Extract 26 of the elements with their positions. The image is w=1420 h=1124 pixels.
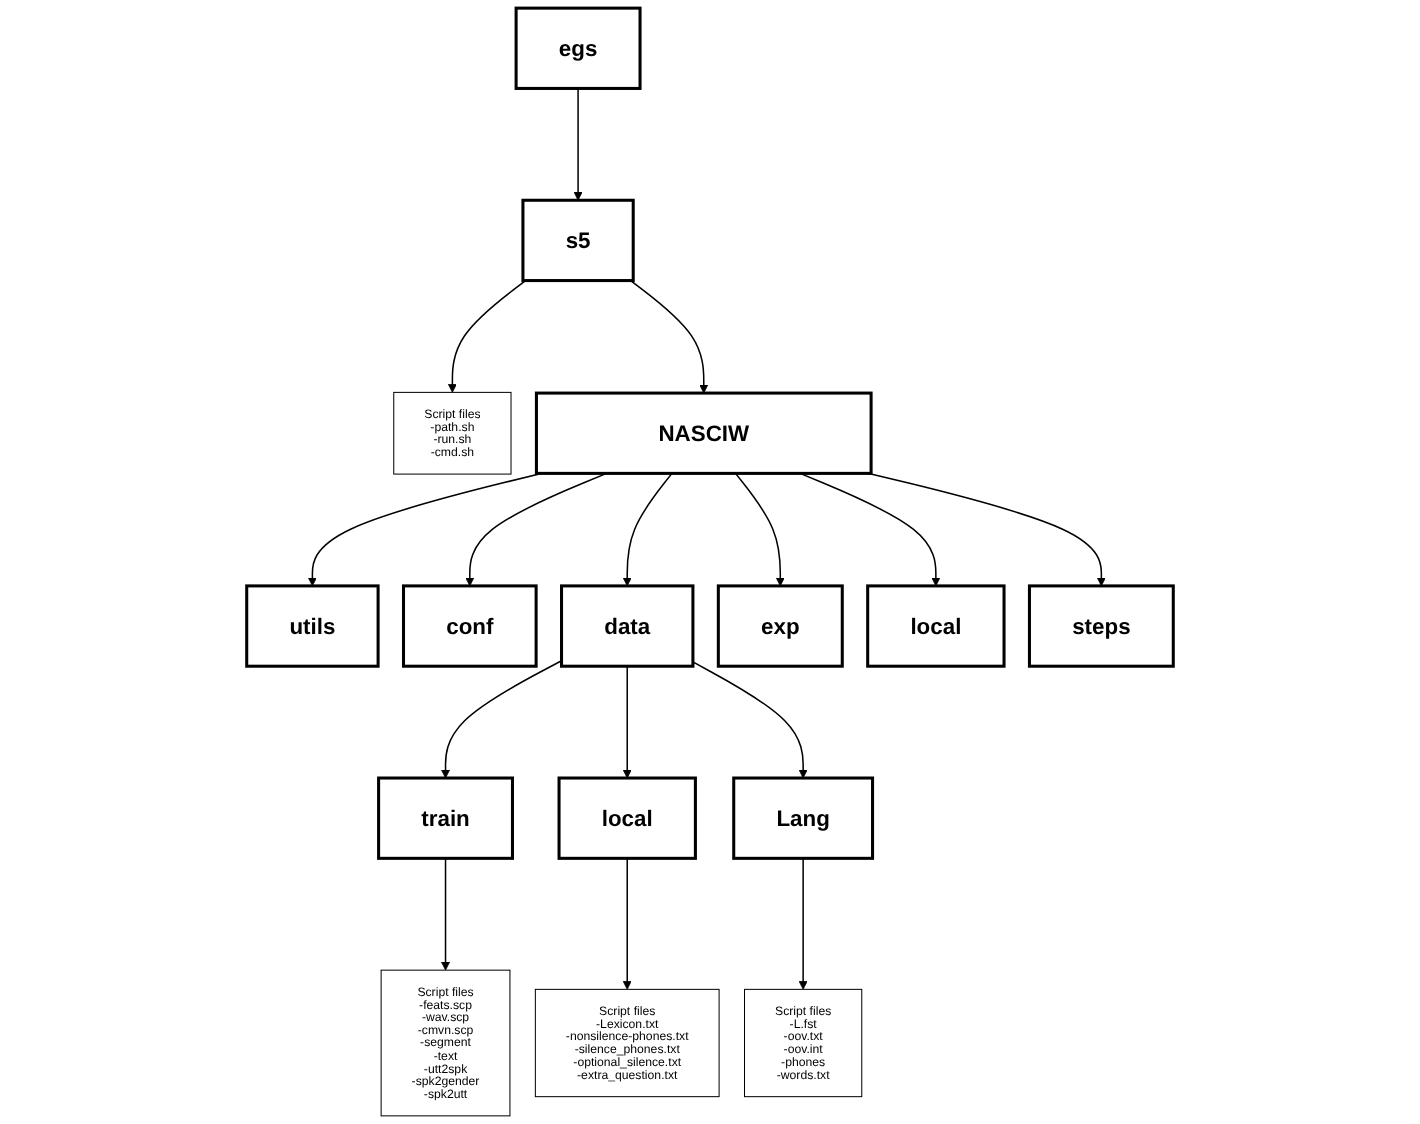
node-box: Lang bbox=[732, 776, 875, 860]
arrow bbox=[692, 661, 808, 779]
arrow bbox=[799, 472, 941, 587]
node-box: steps bbox=[1027, 584, 1175, 668]
arrow bbox=[629, 279, 709, 394]
arrow bbox=[622, 857, 632, 990]
arrow bbox=[622, 472, 673, 587]
arrow bbox=[441, 660, 563, 779]
node-box: egs bbox=[514, 6, 642, 90]
node-box: conf bbox=[402, 584, 538, 668]
arrow bbox=[573, 87, 583, 201]
arrow bbox=[447, 279, 527, 393]
node-box: utils bbox=[245, 584, 380, 668]
node-box: local bbox=[866, 584, 1006, 668]
arrow bbox=[734, 472, 785, 587]
node-box: NASCIW bbox=[534, 391, 873, 475]
arrow bbox=[441, 857, 450, 971]
node-box: local bbox=[557, 776, 697, 860]
arrow bbox=[465, 472, 608, 587]
node-box: s5 bbox=[521, 198, 635, 283]
arrow bbox=[798, 857, 808, 990]
node-box: data bbox=[560, 584, 695, 668]
arrow bbox=[868, 472, 1106, 587]
arrow bbox=[622, 665, 632, 779]
node-box: exp bbox=[716, 584, 844, 668]
node-box: train bbox=[377, 776, 514, 860]
